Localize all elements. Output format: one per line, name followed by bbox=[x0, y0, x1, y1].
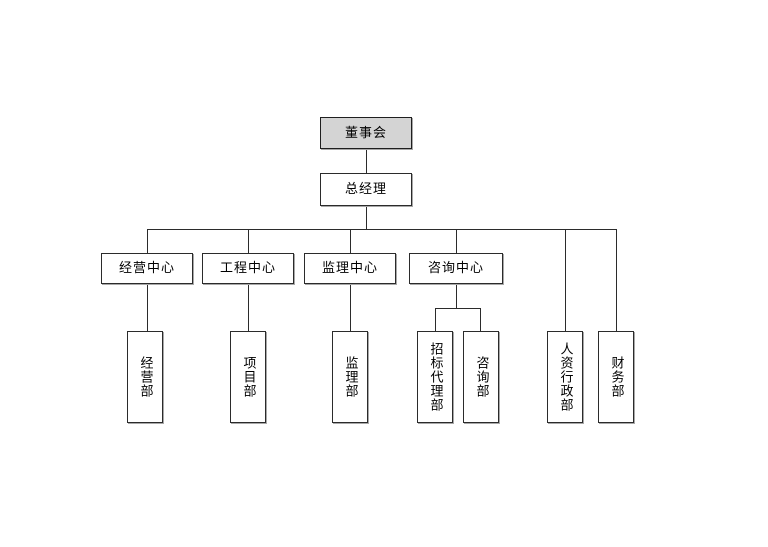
connector-bus-to-supervision-center bbox=[350, 229, 351, 253]
node-finance-dept-label: 财务部 bbox=[608, 356, 624, 398]
node-business-center-label: 经营中心 bbox=[118, 261, 175, 276]
connector-branch-to-consulting-dept bbox=[480, 308, 481, 331]
connector-horizontal-bus bbox=[147, 229, 617, 230]
node-business-dept-label: 经营部 bbox=[137, 356, 153, 398]
connector-bus-to-hr-admin-dept bbox=[565, 229, 566, 331]
connector-bus-to-finance-dept bbox=[616, 229, 617, 331]
node-supervision-dept-label: 监理部 bbox=[342, 356, 358, 398]
node-board-label: 董事会 bbox=[344, 125, 387, 141]
connector-branch-to-bidding-dept bbox=[435, 308, 436, 331]
node-hr-admin-dept-label: 人资行政部 bbox=[557, 342, 573, 412]
node-consulting-dept-label: 咨询部 bbox=[473, 356, 489, 398]
node-consulting-dept: 咨询部 bbox=[463, 331, 499, 423]
connector-engineering-center-to-dept bbox=[248, 284, 249, 331]
node-engineering-center: 工程中心 bbox=[202, 253, 294, 284]
node-supervision-center-label: 监理中心 bbox=[321, 261, 378, 276]
connector-bus-to-consulting-center bbox=[456, 229, 457, 253]
connector-bus-to-business-center bbox=[147, 229, 148, 253]
node-project-dept-label: 项目部 bbox=[240, 356, 256, 398]
connector-consulting-branch-bar bbox=[435, 308, 481, 309]
node-supervision-dept: 监理部 bbox=[332, 331, 368, 423]
node-supervision-center: 监理中心 bbox=[304, 253, 396, 284]
connector-consulting-center-stem bbox=[456, 284, 457, 309]
node-general-manager-label: 总经理 bbox=[344, 182, 387, 197]
node-business-center: 经营中心 bbox=[101, 253, 193, 284]
node-bidding-agency-dept-label: 招标代理部 bbox=[427, 342, 443, 412]
node-consulting-center: 咨询中心 bbox=[409, 253, 503, 284]
node-engineering-center-label: 工程中心 bbox=[219, 261, 276, 276]
node-general-manager: 总经理 bbox=[320, 173, 412, 206]
node-bidding-agency-dept: 招标代理部 bbox=[417, 331, 453, 423]
node-project-dept: 项目部 bbox=[230, 331, 266, 423]
connector-gm-to-bus bbox=[366, 206, 367, 229]
connector-bus-to-engineering-center bbox=[248, 229, 249, 253]
node-hr-admin-dept: 人资行政部 bbox=[547, 331, 583, 423]
connector-supervision-center-to-dept bbox=[350, 284, 351, 331]
node-board-of-directors: 董事会 bbox=[320, 117, 412, 149]
node-consulting-center-label: 咨询中心 bbox=[427, 261, 484, 276]
node-business-dept: 经营部 bbox=[127, 331, 163, 423]
connector-board-to-gm bbox=[366, 149, 367, 173]
connector-business-center-to-dept bbox=[147, 284, 148, 331]
node-finance-dept: 财务部 bbox=[598, 331, 634, 423]
